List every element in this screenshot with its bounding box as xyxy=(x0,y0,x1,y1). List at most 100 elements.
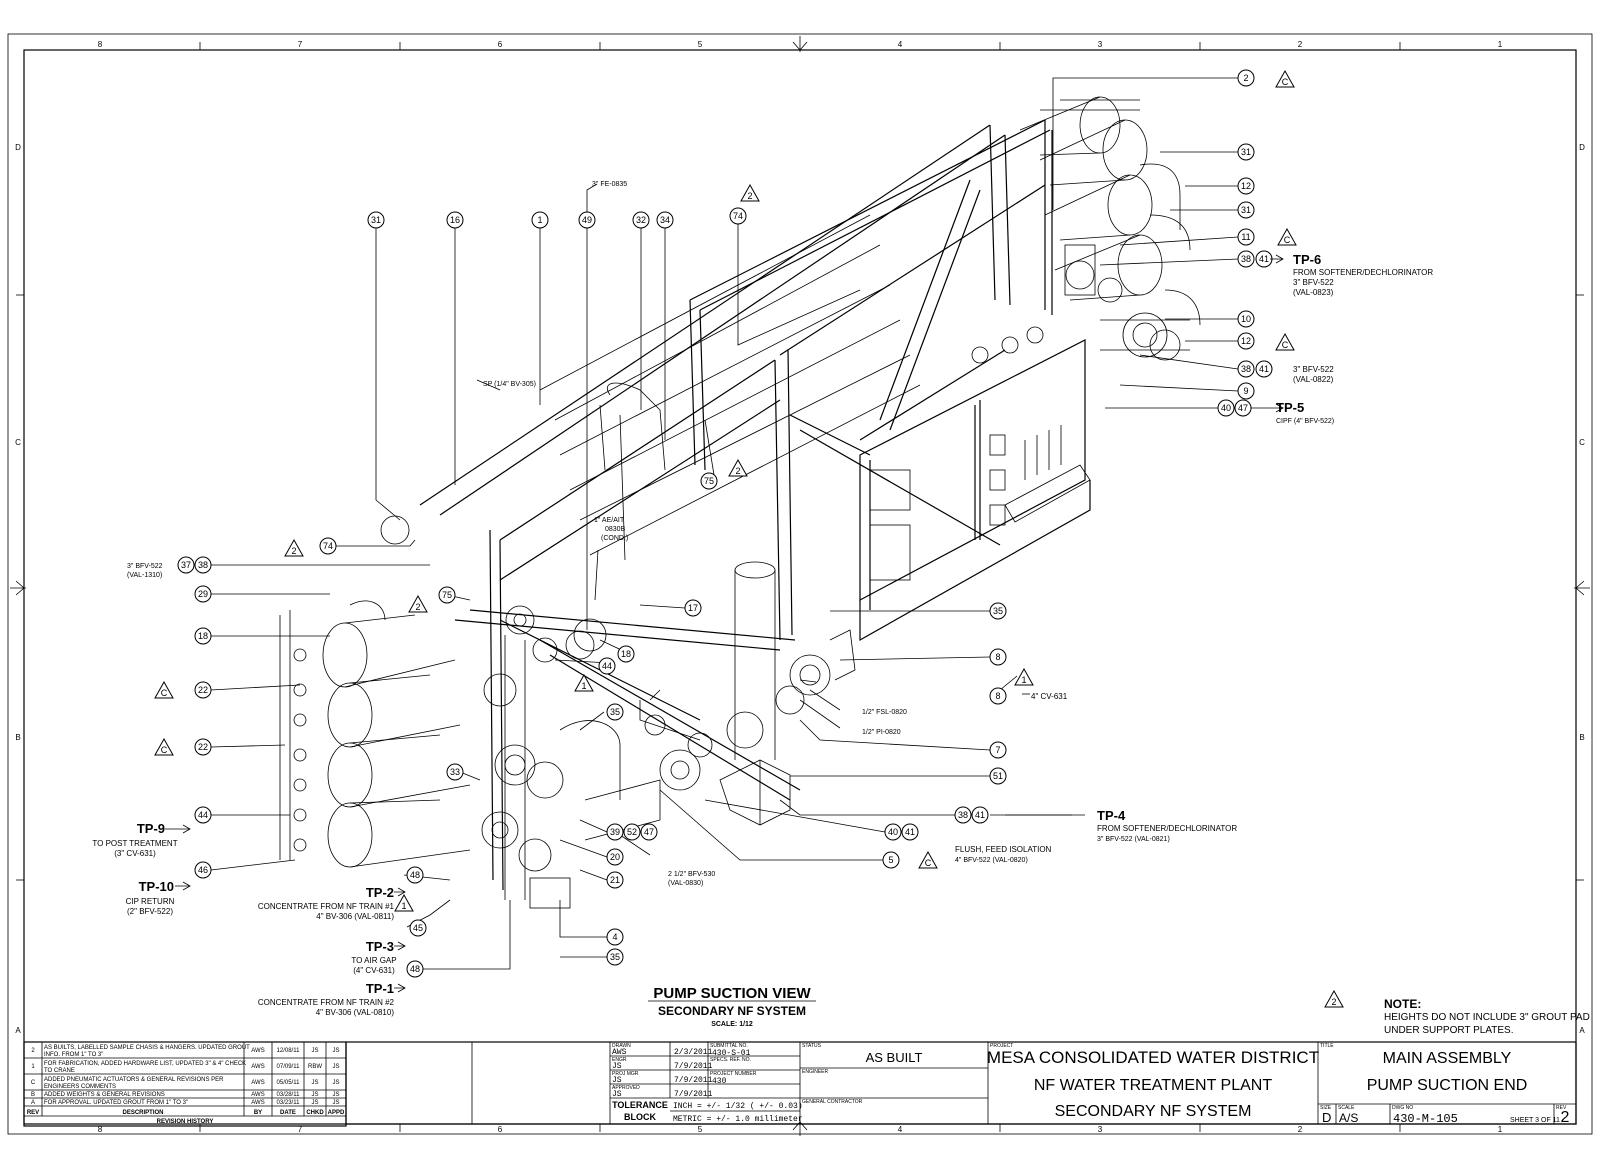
project-line2: NF WATER TREATMENT PLANT xyxy=(1034,1077,1272,1094)
tp9-line1: TO POST TREATMENT xyxy=(92,839,177,848)
zone-row-a: A xyxy=(15,1026,21,1035)
rev-cell-chkd: JS xyxy=(311,1100,318,1106)
lower-right-piping xyxy=(639,629,856,791)
rev-cell-desc: ADDED PNEUMATIC ACTUATORS & GENERAL REVI… xyxy=(44,1077,224,1083)
revision-triangle-1-45: 1 xyxy=(394,893,414,912)
rev-cell-appd: JS xyxy=(332,1092,339,1098)
svg-text:2: 2 xyxy=(747,191,752,201)
svg-text:31: 31 xyxy=(1241,147,1251,157)
balloon-22-a: 22 xyxy=(194,681,212,699)
rev-cell-chkd: JS xyxy=(311,1092,318,1098)
project-line1: MESA CONSOLIDATED WATER DISTRICT xyxy=(987,1048,1319,1067)
svg-text:31: 31 xyxy=(371,215,381,225)
svg-text:52: 52 xyxy=(627,827,637,837)
revision-triangle-c-11: C xyxy=(1277,227,1297,246)
svg-text:38: 38 xyxy=(1241,254,1251,264)
vertical-column xyxy=(719,561,791,826)
svg-text:8: 8 xyxy=(995,691,1000,701)
balloon-9: 9 xyxy=(1237,382,1255,400)
projnum-label: PROJECT NUMBER xyxy=(710,1071,757,1077)
tp-arrows xyxy=(165,254,1284,993)
svg-text:47: 47 xyxy=(1238,403,1248,413)
svg-text:38: 38 xyxy=(1241,364,1251,374)
projmgr-date: 7/9/2011 xyxy=(674,1076,713,1085)
balloon-38-r: 38 xyxy=(1237,360,1255,378)
engr-label: ENGR xyxy=(612,1057,627,1063)
view-title-text: PUMP SUCTION VIEW xyxy=(653,985,811,1002)
zone-row-b: B xyxy=(15,733,20,742)
zone-col-4: 4 xyxy=(898,40,903,49)
rev-header-appd: APPD xyxy=(328,1110,345,1116)
svg-text:29: 29 xyxy=(198,589,208,599)
revision-triangle-2-left74: 2 xyxy=(284,538,304,557)
svg-text:49: 49 xyxy=(582,215,592,225)
balloon-40-ff: 40 xyxy=(884,823,902,841)
submittal-label: SUBMITTAL NO. xyxy=(710,1043,748,1049)
balloon-22-b: 22 xyxy=(194,738,212,756)
projmgr-by: JS xyxy=(612,1076,622,1085)
drawn-label: DRAWN xyxy=(612,1043,631,1049)
flush-line2: 4" BFV-522 (VAL-0820) xyxy=(955,857,1028,864)
rev-cell-by: AWS xyxy=(251,1048,264,1054)
rev-cell-appd: JS xyxy=(332,1048,339,1054)
revision-triangle-c-12: C xyxy=(1275,332,1295,351)
svg-text:37: 37 xyxy=(181,560,191,570)
project-line3: SECONDARY NF SYSTEM xyxy=(1055,1103,1252,1120)
svg-text:2: 2 xyxy=(415,602,420,612)
svg-text:12: 12 xyxy=(1241,336,1251,346)
flush-line1: FLUSH, FEED ISOLATION xyxy=(955,845,1052,854)
aeait-line1: 1" AE/AIT xyxy=(594,517,625,524)
rev-cell-appd: JS xyxy=(332,1080,339,1086)
tp10-line1: CIP RETURN xyxy=(126,897,175,906)
revision-triangle-2-note: 2 xyxy=(1324,989,1344,1008)
submittal-number: 430-S-01 xyxy=(712,1049,751,1058)
note-line2: UNDER SUPPORT PLATES. xyxy=(1384,1025,1513,1036)
svg-text:44: 44 xyxy=(602,661,612,671)
tp3-line2: (4" CV-631) xyxy=(353,966,395,975)
rev-header-date: DATE xyxy=(280,1110,296,1116)
rev-cell-chkd: JS xyxy=(311,1048,318,1054)
leader-lines xyxy=(210,77,1270,970)
cv631-label: 4" CV-631 xyxy=(1031,692,1068,701)
balloon-10: 10 xyxy=(1237,310,1255,328)
zone-col-7: 7 xyxy=(298,40,303,49)
svg-text:46: 46 xyxy=(198,865,208,875)
balloon-49: 49 xyxy=(578,211,596,229)
rev-cell-rev: 1 xyxy=(31,1064,35,1070)
balloon-48-tp2: 48 xyxy=(406,866,424,884)
balloon-74-left: 74 xyxy=(319,537,337,555)
balloon-34: 34 xyxy=(656,211,674,229)
upper-membrane-vessels xyxy=(1019,96,1201,326)
svg-text:41: 41 xyxy=(905,827,915,837)
scale-label: SCALE xyxy=(1338,1105,1355,1111)
tp5-line1: CIPF (4" BFV-522) xyxy=(1276,418,1334,425)
svg-text:22: 22 xyxy=(198,685,208,695)
size-label: SIZE xyxy=(1320,1105,1332,1111)
svg-text:44: 44 xyxy=(198,810,208,820)
balloon-5: 5 xyxy=(882,851,900,869)
bfv530-line1: 2 1/2" BFV-530 xyxy=(668,871,715,878)
balloon-2-top: 2 xyxy=(1237,69,1255,87)
balloon-18-mid: 18 xyxy=(617,645,635,663)
balloon-75-mid: 75 xyxy=(700,472,718,490)
svg-text:2: 2 xyxy=(1331,997,1336,1007)
main-frame xyxy=(419,119,1091,891)
mid-membrane-tubes xyxy=(539,214,921,561)
zone-row-c: C xyxy=(15,438,21,447)
zone-ticks xyxy=(16,42,1584,1132)
rev-cell-date: 12/08/11 xyxy=(277,1048,301,1054)
engr-date: 7/9/2011 xyxy=(674,1062,713,1071)
balloon-51: 51 xyxy=(989,767,1007,785)
svg-text:1: 1 xyxy=(537,215,542,225)
svg-text:1: 1 xyxy=(581,681,586,691)
fe0835-label: 3" FE-0835 xyxy=(592,181,627,188)
note-line1: HEIGHTS DO NOT INCLUDE 3" GROUT PAD xyxy=(1384,1012,1590,1023)
zone-col-8-b: 8 xyxy=(98,1125,103,1134)
rev-cell-desc: AS BUILTS, LABELLED SAMPLE CHASIS & HANG… xyxy=(44,1045,250,1051)
balloon-41-tp4: 41 xyxy=(971,806,989,824)
tp4-tag: TP-4 xyxy=(1097,808,1126,823)
